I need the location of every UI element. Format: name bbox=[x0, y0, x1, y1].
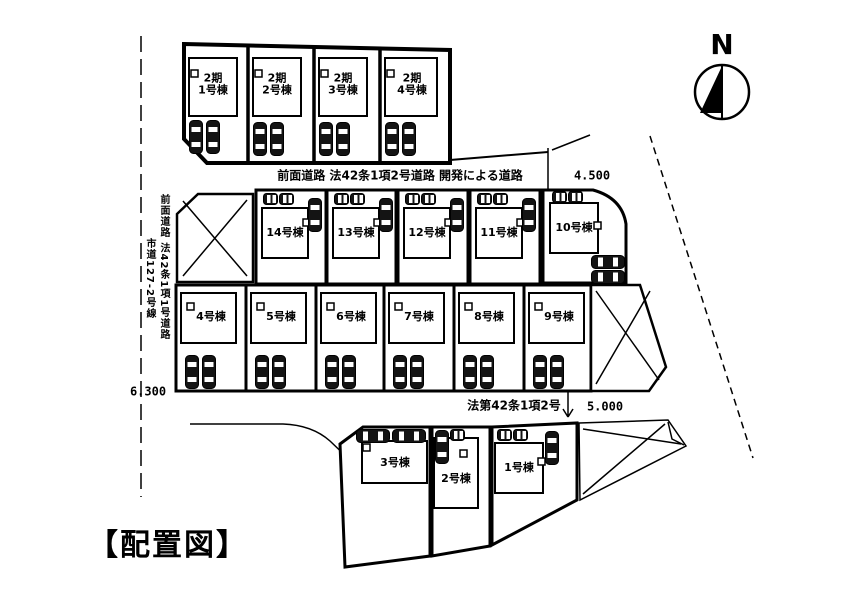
door-icon bbox=[190, 69, 395, 78]
lot-label-6: 6号棟 bbox=[336, 310, 366, 324]
bottom-road-type-label: 法第42条1項2号 bbox=[467, 398, 561, 413]
city-road-name-label: 市道127-2号線 bbox=[144, 238, 155, 319]
lower-row-block bbox=[174, 283, 668, 393]
lot-label-4: 4号棟 bbox=[196, 310, 226, 324]
bottom-houses bbox=[361, 437, 544, 509]
lower-houses bbox=[180, 292, 585, 344]
lot-label-11: 11号棟 bbox=[480, 226, 518, 240]
bottom-row-block bbox=[338, 419, 688, 569]
road-width-dim-bottom: 5.000 bbox=[586, 399, 624, 414]
lot-phase: 2期 bbox=[333, 71, 353, 85]
road-width-dim-left: 6.300 bbox=[129, 384, 167, 399]
lot-name: 4号棟 bbox=[397, 83, 427, 96]
lot-name: 2号棟 bbox=[262, 83, 292, 96]
lot-phase: 2期 bbox=[203, 71, 223, 85]
crossed-lot-x-mark bbox=[582, 421, 685, 495]
lot-label-2-3: 2期 3号棟 bbox=[328, 72, 358, 95]
door-icon bbox=[186, 302, 543, 311]
middle-row-block bbox=[175, 188, 628, 286]
door-icon bbox=[302, 218, 602, 230]
lot-phase: 2期 bbox=[402, 71, 422, 85]
phase2-houses bbox=[188, 57, 438, 117]
lot-label-2: 2号棟 bbox=[441, 472, 471, 486]
lot-name: 1号棟 bbox=[198, 83, 228, 96]
lot-label-5: 5号棟 bbox=[266, 310, 296, 324]
lot-label-2-1: 2期 1号棟 bbox=[198, 72, 228, 95]
front-road-label: 前面道路 法42条1項2号道路 開発による道路 bbox=[277, 168, 523, 183]
lot-label-1: 1号棟 bbox=[504, 461, 534, 475]
lot-phase: 2期 bbox=[267, 71, 287, 85]
lot-label-12: 12号棟 bbox=[408, 226, 446, 240]
lot-label-13: 13号棟 bbox=[337, 226, 375, 240]
road-boundary-lines bbox=[140, 36, 754, 497]
compass-north-label: N bbox=[710, 28, 734, 61]
lot-label-10: 10号棟 bbox=[555, 221, 593, 235]
lot-label-3: 3号棟 bbox=[380, 456, 410, 470]
door-icon bbox=[362, 443, 546, 466]
page-title: 【配置図】 bbox=[88, 528, 248, 563]
lot-label-2-2: 2期 2号棟 bbox=[262, 72, 292, 95]
lot-label-14: 14号棟 bbox=[266, 226, 304, 240]
phase2-block bbox=[182, 41, 452, 165]
crossed-lot-x-mark bbox=[182, 199, 248, 277]
lot-label-7: 7号棟 bbox=[404, 310, 434, 324]
road-width-dim-top: 4.500 bbox=[573, 168, 611, 183]
lot-label-9: 9号棟 bbox=[544, 310, 574, 324]
north-compass-icon bbox=[693, 63, 751, 121]
lot-name: 3号棟 bbox=[328, 83, 358, 96]
left-road-type-label: 前面道路 法42条1項1号道路 bbox=[158, 194, 169, 341]
lot-label-8: 8号棟 bbox=[474, 310, 504, 324]
lot-label-2-4: 2期 4号棟 bbox=[397, 72, 427, 95]
crossed-lot-x-mark bbox=[595, 290, 660, 385]
